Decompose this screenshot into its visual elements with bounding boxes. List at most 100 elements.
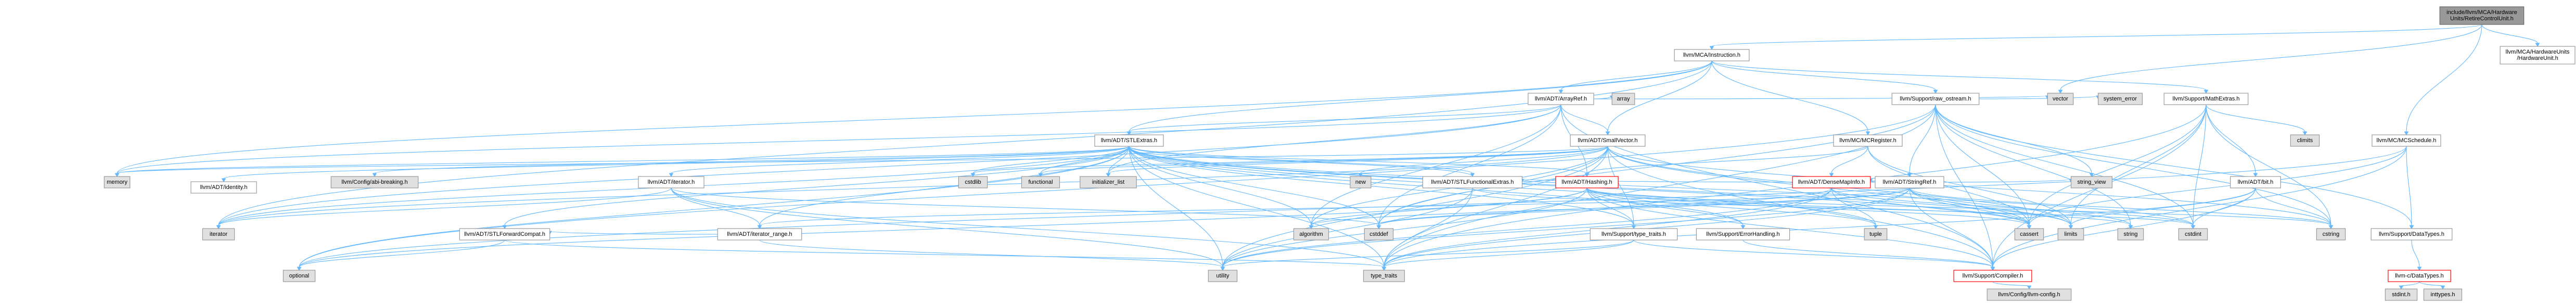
edge-smallvector-to-cstdlib — [970, 146, 1608, 177]
node-type-traits: type_traits — [1363, 270, 1405, 282]
node-box — [104, 176, 131, 188]
node-type-traits-llvm[interactable]: llvm/Support/type_traits.h — [1590, 228, 1678, 241]
node-string-view: string_view — [2070, 176, 2113, 188]
edge-stlforward-to-optional — [297, 239, 505, 271]
node-box — [958, 176, 988, 188]
edge-hashing-to-errorhandling — [1586, 187, 1746, 229]
nodes-layer: include/llvm/MCA/HardwareUnits/RetireCon… — [104, 6, 2575, 301]
edge-mca-instr-to-mathextras — [1711, 60, 2209, 94]
edge-bit-to-limits — [2068, 187, 2256, 229]
node-hashing[interactable]: llvm/ADT/Hashing.h — [1555, 176, 1619, 188]
edge-errorhandling-to-compiler — [1742, 239, 1995, 271]
node-label: llvm/Support/type_traits.h — [1601, 231, 1666, 237]
node-box — [2290, 134, 2320, 147]
node-box — [638, 176, 704, 188]
node-smallvector[interactable]: llvm/ADT/SmallVector.h — [1570, 134, 1646, 147]
node-datatypes[interactable]: llvm/Support/DataTypes.h — [2370, 228, 2453, 241]
node-algorithm: algorithm — [1293, 228, 1329, 241]
node-box — [1674, 49, 1750, 61]
node-stl-functional[interactable]: llvm/ADT/STLFunctionalExtras.h — [1422, 176, 1523, 188]
node-iterator[interactable]: llvm/ADT/iterator.h — [638, 176, 704, 188]
node-label: functional — [1028, 179, 1053, 185]
node-mca-hwunit[interactable]: llvm/MCA/HardwareUnits/HardwareUnit.h — [2500, 46, 2575, 65]
node-box — [2372, 134, 2441, 147]
node-label: stdint.h — [2392, 292, 2410, 298]
node-box — [1422, 176, 1523, 188]
node-label: string_view — [2077, 179, 2106, 185]
node-stringref[interactable]: llvm/ADT/StringRef.h — [1875, 176, 1944, 188]
node-label: llvm/ADT/DenseMapInfo.h — [1798, 179, 1865, 185]
node-identity[interactable]: llvm/ADT/identity.h — [190, 181, 257, 194]
node-box — [1364, 228, 1394, 241]
node-box — [2070, 176, 2113, 188]
edge-mca-instr-to-mcregister — [1711, 60, 1870, 135]
node-densemapinfo[interactable]: llvm/ADT/DenseMapInfo.h — [1792, 176, 1871, 188]
node-box — [2014, 228, 2044, 241]
node-label: iterator — [210, 231, 228, 237]
node-label: array — [1617, 96, 1630, 102]
node-raw-ostream[interactable]: llvm/Support/raw_ostream.h — [1891, 93, 1980, 105]
node-box — [1021, 176, 1060, 188]
edge-stlextras-to-abi-breaking — [372, 146, 1130, 177]
node-box — [1363, 270, 1405, 282]
edge-bit-to-cstdint — [2190, 187, 2256, 229]
node-label: cassert — [2020, 231, 2038, 237]
node-label: llvm-c/DataTypes.h — [2395, 273, 2444, 279]
node-label: cstdlib — [965, 179, 981, 185]
edge-iterator-range-to-utility — [759, 239, 1225, 271]
edge-root-to-mca-instr — [1709, 24, 2482, 50]
edge-hashing-to-string — [1586, 187, 2133, 229]
node-new: new — [1350, 176, 1372, 188]
node-mcregister[interactable]: llvm/MC/MCRegister.h — [1833, 134, 1903, 147]
edge-mathextras-to-climits — [2206, 104, 2308, 135]
node-label: llvm/Support/Compiler.h — [1963, 273, 2023, 279]
node-box — [2316, 228, 2346, 241]
node-box — [1833, 134, 1903, 147]
node-box — [1528, 93, 1594, 105]
edge-mc-sched-to-cassert — [2027, 146, 2407, 229]
node-mca-instr[interactable]: llvm/MCA/Instruction.h — [1674, 49, 1750, 61]
node-iterator-std: iterator — [202, 228, 235, 241]
node-box — [1953, 270, 2032, 282]
node-stlforward[interactable]: llvm/ADT/STLForwardCompat.h — [459, 228, 550, 241]
node-llvm-config: llvm/Config/llvm-config.h — [1987, 288, 2072, 301]
node-box — [2385, 288, 2418, 301]
node-box — [459, 228, 550, 241]
node-box — [2370, 228, 2453, 241]
edge-mc-sched-to-optional — [297, 146, 2407, 271]
node-label: llvm/ADT/ArrayRef.h — [1535, 96, 1587, 102]
node-box — [1696, 228, 1790, 241]
node-box — [2230, 176, 2281, 188]
node-arrayref[interactable]: llvm/ADT/ArrayRef.h — [1528, 93, 1594, 105]
edge-mca-instr-to-raw-ostream — [1711, 60, 1938, 94]
node-box — [2439, 6, 2524, 25]
edge-arrayref-to-vector — [1594, 95, 2050, 99]
edge-type-traits-llvm-to-type-traits — [1381, 239, 1634, 271]
edge-type-traits-llvm-to-compiler — [1633, 239, 1995, 271]
node-compiler[interactable]: llvm/Support/Compiler.h — [1953, 270, 2032, 282]
node-label: new — [1355, 179, 1366, 185]
edge-stlextras-to-optional — [297, 146, 1130, 271]
edge-bit-to-cstring — [2255, 187, 2334, 229]
node-errorhandling[interactable]: llvm/Support/ErrorHandling.h — [1696, 228, 1790, 241]
node-bit[interactable]: llvm/ADT/bit.h — [2230, 176, 2281, 188]
node-box — [1864, 228, 1888, 241]
node-iterator-range[interactable]: llvm/ADT/iterator_range.h — [717, 228, 802, 241]
edge-arrayref-to-algorithm — [1309, 104, 1561, 229]
node-box — [1590, 228, 1678, 241]
node-label: llvm/Config/llvm-config.h — [1998, 292, 2060, 298]
node-box — [2047, 93, 2074, 105]
node-mc-sched[interactable]: llvm/MC/MCSchedule.h — [2372, 134, 2441, 147]
node-label: cstdint — [2185, 231, 2201, 237]
node-box — [1080, 176, 1137, 188]
node-box — [717, 228, 802, 241]
edge-iterator-to-cstddef — [671, 187, 1381, 229]
node-box — [1611, 93, 1635, 105]
node-label: llvm/ADT/identity.h — [200, 184, 248, 191]
node-stlextras[interactable]: llvm/ADT/STLExtras.h — [1094, 134, 1164, 147]
edge-mca-instr-to-arrayref — [1558, 60, 1712, 94]
node-label: memory — [107, 179, 127, 185]
edge-mathextras-to-cstring — [2206, 104, 2334, 229]
node-c-datatypes[interactable]: llvm-c/DataTypes.h — [2388, 270, 2451, 282]
node-mathextras[interactable]: llvm/Support/MathExtras.h — [2163, 93, 2249, 105]
